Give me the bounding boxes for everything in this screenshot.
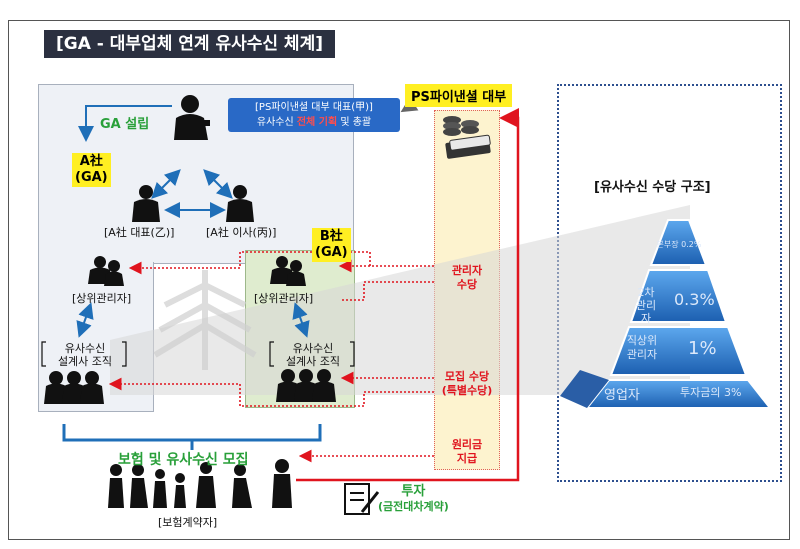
contract-icon [344, 483, 380, 515]
recruit-fee-arrow-a [108, 377, 434, 407]
tree-watermark [153, 270, 257, 370]
investment-arrow [296, 108, 520, 482]
upper-manager-a-label: [상위관리자] [72, 292, 132, 305]
a-rep-label: [A社 대표(乙)] [104, 226, 175, 239]
a-rep-icon [132, 185, 160, 222]
projection-wedge [110, 205, 690, 395]
ga-setup-arrow [78, 105, 172, 142]
recruit-fee-label: 모집 수당(특별수당) [441, 370, 493, 397]
contractors-icon [108, 459, 292, 508]
invest-label: 투자(금전대차계약) [378, 484, 449, 513]
b-company-label: B社(GA) [312, 228, 351, 262]
upper-manager-b-label: [상위관리자] [254, 292, 314, 305]
money-icon [443, 116, 491, 159]
b-manager-icon [270, 256, 306, 286]
ceo-box-line1: [PS파이낸셜 대부 대표(甲)] [255, 102, 373, 113]
recruit-bracket [62, 424, 322, 442]
pyramid-level-1-label: 본부장 0.2% [656, 240, 702, 249]
pyramid [560, 219, 773, 409]
mgr-fee-arrow-a [128, 251, 371, 275]
pyramid-level-1 [649, 219, 708, 266]
a-org-icon [44, 371, 104, 404]
recruit-label: 보험 및 유사수신 모집 [118, 452, 249, 468]
b-manager-org-arrow [292, 302, 310, 338]
b-org-icon [276, 369, 336, 402]
pyramid-title: [유사수신 수당 구조] [594, 180, 711, 195]
ceo-to-rep-arrow [151, 169, 181, 199]
ga-setup-label: GA 설립 [100, 117, 150, 132]
contractors-label: [보험계약자] [158, 516, 218, 529]
ceo-to-director-arrow [203, 169, 233, 199]
outer-frame [8, 20, 790, 540]
ps-label: PS파이낸셜 대부 [405, 84, 513, 107]
a-manager-org-arrow [76, 302, 94, 338]
a-manager-icon [88, 256, 124, 286]
page-title: [GA - 대부업체 연계 유사수신 체계] [44, 30, 335, 58]
a-director-label: [A社 이사(丙)] [206, 226, 277, 239]
a-director-icon [226, 185, 254, 222]
ceo-icon [174, 95, 210, 140]
ceo-box: [PS파이낸셜 대부 대표(甲)] 유사수신 전체 기획 및 총괄 [228, 98, 400, 132]
pyramid-level-3 [609, 326, 748, 376]
ceo-box-line2: 유사수신 전체 기획 및 총괄 [256, 117, 372, 128]
pyramid-level-2 [629, 269, 728, 323]
a-company-label: A社(GA) [72, 153, 111, 187]
